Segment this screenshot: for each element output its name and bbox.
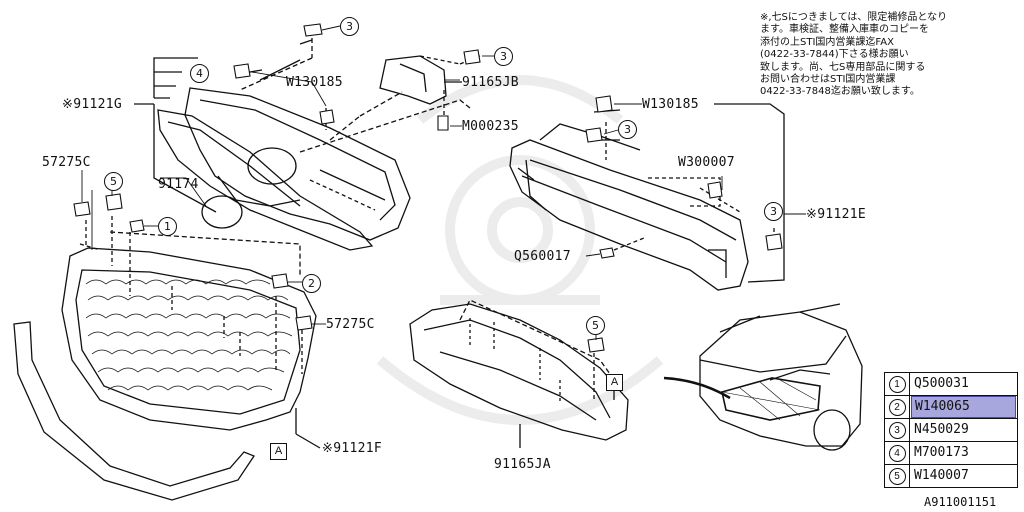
- legend-number-cell: 5: [885, 465, 910, 487]
- notice-line: お問い合わせはSTI国内営業課: [760, 74, 896, 86]
- legend-row[interactable]: 5 W140007: [885, 465, 1017, 487]
- label-w300007[interactable]: W300007: [678, 155, 735, 170]
- legend-code[interactable]: M700173: [914, 445, 969, 460]
- label-w130185-left[interactable]: W130185: [286, 75, 343, 90]
- label-57275c-top[interactable]: 57275C: [42, 155, 91, 170]
- legend-code[interactable]: Q500031: [914, 376, 969, 391]
- lower-molding-strip: [13, 321, 255, 501]
- label-91121f[interactable]: ※91121F: [322, 441, 382, 456]
- callout-3[interactable]: 3: [494, 47, 513, 66]
- legend-number: 4: [888, 444, 906, 462]
- upper-grille-outline: [157, 87, 411, 251]
- mesh-pattern: [85, 279, 293, 391]
- label-91121e[interactable]: ※91121E: [806, 207, 866, 222]
- legend-code-selected[interactable]: W140065: [911, 396, 1016, 418]
- notice-line: 致します。尚、七S専用部品に関する: [760, 61, 926, 73]
- callout-3[interactable]: 3: [618, 120, 637, 139]
- ref-mark-a: A: [606, 374, 623, 391]
- callout-3[interactable]: 3: [764, 202, 783, 221]
- ref-mark-a: A: [270, 443, 287, 460]
- under-cover-outline: [409, 303, 629, 441]
- diagram-id: A911001151: [924, 495, 997, 509]
- parts-lines: [13, 30, 863, 501]
- legend-number: 5: [888, 467, 906, 485]
- leader-arrow: [663, 376, 731, 400]
- notice-line: (0422-33-7844)下さる様お願い: [760, 49, 909, 61]
- emblem-outline: [201, 195, 243, 229]
- legend-number-cell: 1: [885, 373, 910, 395]
- support-91121e-outline: [509, 139, 749, 291]
- label-q560017[interactable]: Q560017: [514, 249, 571, 264]
- notice-line: ます。車検証、整備入庫車のコピーを: [760, 24, 929, 36]
- label-w130185-right[interactable]: W130185: [642, 97, 699, 112]
- legend-row[interactable]: 4 M700173: [885, 442, 1017, 465]
- watermark-emblem: [376, 75, 664, 425]
- legend-number: 1: [888, 375, 906, 393]
- callout-5[interactable]: 5: [104, 172, 123, 191]
- label-91121g[interactable]: ※91121G: [62, 97, 122, 112]
- legend-row[interactable]: 3 N450029: [885, 419, 1017, 442]
- legend-code[interactable]: W140007: [914, 468, 969, 483]
- callout-1[interactable]: 1: [158, 217, 177, 236]
- fastener-legend: 1 Q500031 2 W140065 3 N450029 4 M700173 …: [884, 372, 1018, 488]
- label-m000235[interactable]: M000235: [462, 119, 519, 134]
- callout-2[interactable]: 2: [302, 274, 321, 293]
- notice-line: ※,七Sにつきましては、限定補修品となり: [760, 12, 948, 23]
- notice-line: 0422-33-7848迄お願い致します。: [760, 86, 920, 98]
- callout-3[interactable]: 3: [340, 17, 359, 36]
- notice-line: 添付の上STI国内営業課迄FAX: [760, 36, 894, 48]
- bracket-91121g: [134, 57, 217, 213]
- mesh-grille-outline: [61, 247, 317, 431]
- fasteners: [73, 23, 783, 353]
- callout-5[interactable]: 5: [586, 316, 605, 335]
- legend-number-cell: 3: [885, 419, 910, 441]
- label-57275c-mid[interactable]: 57275C: [326, 317, 375, 332]
- legend-row[interactable]: 2 W140065: [885, 396, 1017, 419]
- leader-lines: [81, 25, 806, 340]
- legend-row[interactable]: 1 Q500031: [885, 373, 1017, 396]
- label-91174[interactable]: 91174: [158, 177, 199, 192]
- legend-number: 2: [888, 398, 906, 416]
- legend-code[interactable]: N450029: [914, 422, 969, 437]
- label-91165jb[interactable]: 91165JB: [462, 75, 519, 90]
- legend-number: 3: [888, 421, 906, 439]
- callout-4[interactable]: 4: [190, 64, 209, 83]
- sti-notice: ※,七Sにつきましては、限定補修品となり ます。車検証、整備入庫車のコピーを 添…: [760, 12, 1022, 99]
- legend-number-cell: 2: [885, 396, 910, 418]
- car-thumbnail: [699, 303, 863, 451]
- label-91165ja[interactable]: 91165JA: [494, 457, 551, 472]
- legend-number-cell: 4: [885, 442, 910, 464]
- bracket-91165jb-outline: [379, 55, 447, 105]
